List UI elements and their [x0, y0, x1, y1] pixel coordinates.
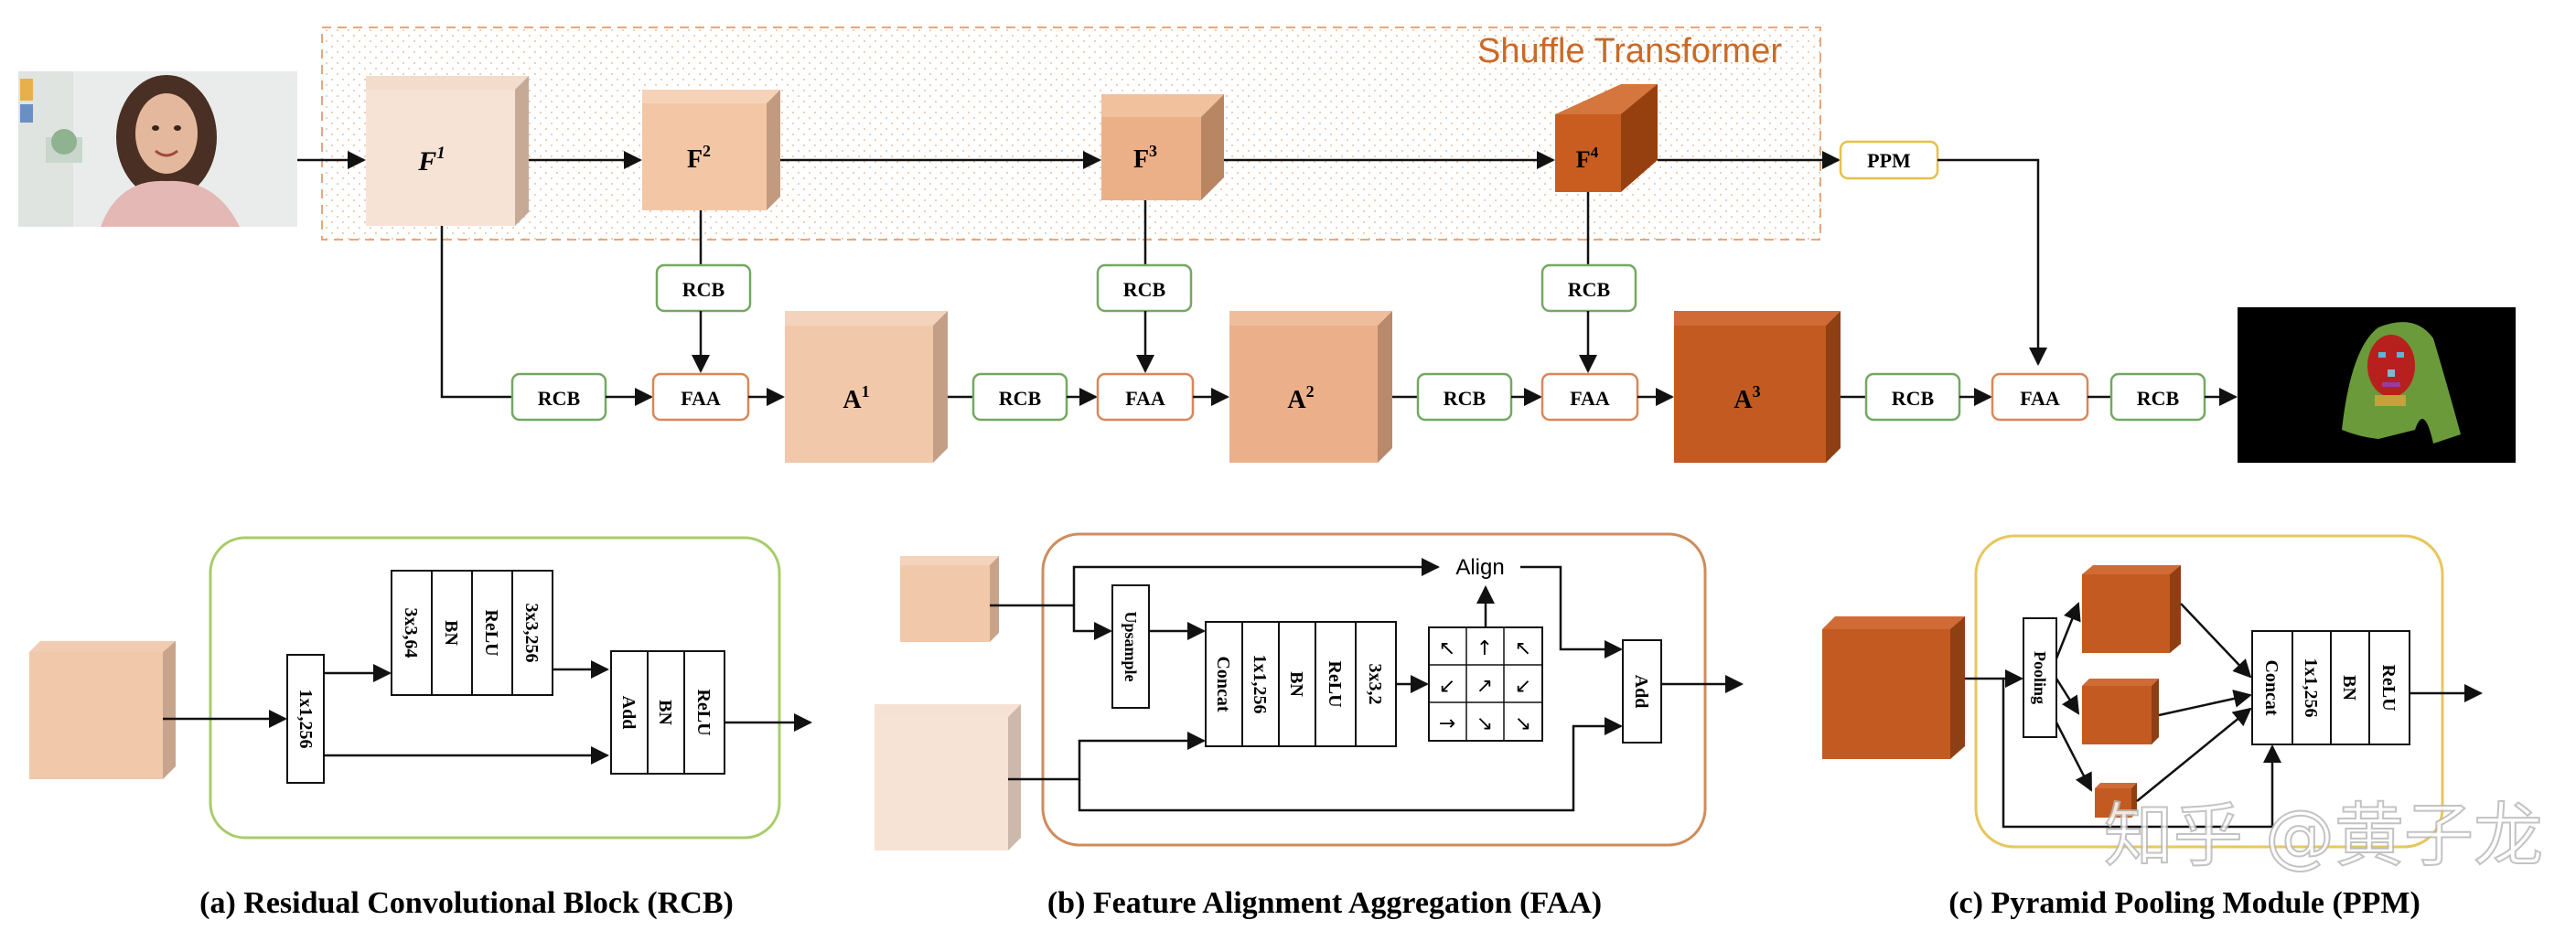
svg-text:↗: ↗ [1476, 675, 1493, 698]
feature-f2: F2 [642, 90, 780, 210]
rcb-caption: (a) Residual Convolutional Block (RCB) [199, 886, 734, 920]
align-label: Align [1455, 555, 1504, 580]
svg-text:Add: Add [1631, 675, 1651, 709]
faa-block-4: FAA [1991, 372, 2089, 422]
pool-cube-medium [2082, 679, 2159, 744]
pool-cube-small [2095, 783, 2137, 818]
svg-text:↖: ↖ [1515, 637, 1531, 660]
rcb-bottom-2: RCB [971, 372, 1068, 422]
pool-cube-large [2082, 565, 2181, 653]
feature-f1: F1 [366, 76, 529, 226]
rcb-input-cube [29, 641, 176, 779]
rcb-vertical-3: RCB [1540, 192, 1637, 373]
faa-panel: Upsample Concat 1x1,256 BN ReLU 3x3,2 ↖ … [875, 532, 1744, 851]
svg-text:3x3,256: 3x3,256 [521, 604, 542, 663]
aggregation-a1: A1 [785, 311, 948, 463]
svg-text:ReLU: ReLU [693, 689, 714, 735]
svg-text:FAA: FAA [1570, 387, 1610, 410]
svg-text:F2: F2 [687, 142, 711, 174]
rcb-bottom-3: RCB [1416, 372, 1513, 422]
watermark: 知乎 @黄子龙 [2104, 795, 2543, 876]
svg-text:↖: ↖ [1439, 637, 1455, 660]
svg-text:BN: BN [441, 620, 461, 646]
svg-text:A2: A2 [1287, 382, 1314, 414]
svg-text:Concat: Concat [2261, 659, 2281, 715]
rcb-out-stack: Add BN ReLU [610, 650, 725, 775]
faa-block-2: FAA [1096, 372, 1195, 422]
feature-f3: F3 [1101, 94, 1224, 200]
shuffle-transformer-title: Shuffle Transformer [1477, 32, 1782, 70]
svg-text:3x3,64: 3x3,64 [401, 608, 421, 658]
svg-text:RCB: RCB [1123, 278, 1166, 301]
input-photo [18, 71, 297, 227]
faa-input-cube-1 [900, 556, 999, 642]
svg-text:ReLU: ReLU [481, 609, 501, 656]
faa-input-cube-2 [875, 704, 1021, 851]
svg-text:Upsample: Upsample [1122, 611, 1140, 681]
faa-caption: (b) Feature Alignment Aggregation (FAA) [1047, 886, 1602, 920]
svg-text:RCB: RCB [682, 278, 725, 301]
svg-text:RCB: RCB [1568, 278, 1611, 301]
svg-text:A3: A3 [1733, 382, 1760, 414]
svg-text:RCB: RCB [999, 387, 1042, 410]
svg-text:↙: ↙ [1515, 675, 1531, 698]
svg-text:F1: F1 [417, 144, 445, 177]
rcb-vertical-2: RCB [1096, 200, 1193, 373]
rcb-conv-stack: 3x3,64 BN ReLU 3x3,256 [391, 570, 553, 696]
svg-text:F4: F4 [1576, 144, 1599, 173]
svg-text:RCB: RCB [1444, 387, 1487, 410]
ppm-conv-stack: Concat 1x1,256 BN ReLU [2251, 630, 2410, 745]
svg-text:FAA: FAA [1125, 387, 1165, 410]
rcb-panel: 1x1,256 3x3,64 BN ReLU 3x3,256 Add BN Re… [29, 536, 812, 840]
rcb-bottom-1: RCB [510, 372, 607, 422]
svg-text:1x1,256: 1x1,256 [2301, 658, 2321, 718]
svg-text:RCB: RCB [538, 387, 581, 410]
aggregation-a3: A3 [1674, 311, 1841, 463]
faa-block-1: FAA [651, 372, 750, 422]
rcb-bottom-4: RCB [1864, 372, 1961, 422]
flow-field-grid: ↖ ↑ ↖ ↙ ↗ ↙ → ↘ ↘ [1428, 626, 1543, 742]
feature-f4: F4 [1555, 84, 1658, 192]
svg-text:ReLU: ReLU [1325, 660, 1345, 707]
svg-text:1x1,256: 1x1,256 [295, 690, 316, 749]
ppm-panel: Pooling Conc [1822, 534, 2483, 849]
svg-text:A1: A1 [843, 382, 869, 414]
rcb-vertical-1: RCB [655, 210, 752, 373]
aggregation-a2: A2 [1229, 311, 1392, 463]
svg-text:RCB: RCB [1892, 387, 1935, 410]
faa-conv-stack: Concat 1x1,256 BN ReLU 3x3,2 [1205, 621, 1397, 747]
svg-text:Pooling: Pooling [2031, 651, 2049, 704]
svg-text:↙: ↙ [1439, 675, 1455, 698]
svg-text:BN: BN [655, 700, 675, 725]
svg-text:F3: F3 [1133, 142, 1157, 174]
svg-text:→: → [1439, 712, 1455, 735]
svg-text:↘: ↘ [1515, 712, 1531, 735]
svg-text:↑: ↑ [1476, 637, 1493, 660]
output-segmentation [2238, 307, 2516, 463]
ppm-input-cube [1822, 616, 1965, 759]
svg-text:FAA: FAA [2020, 387, 2060, 410]
svg-text:BN: BN [2339, 675, 2359, 701]
ppm-block: PPM [1839, 140, 1939, 180]
svg-text:RCB: RCB [2137, 387, 2180, 410]
svg-text:Add: Add [618, 696, 639, 730]
svg-text:ReLU: ReLU [2378, 664, 2399, 711]
svg-text:FAA: FAA [681, 387, 721, 410]
svg-text:BN: BN [1286, 671, 1306, 697]
rcb-bottom-5: RCB [2109, 372, 2206, 422]
svg-text:PPM: PPM [1867, 149, 1911, 172]
ppm-caption: (c) Pyramid Pooling Module (PPM) [1948, 886, 2420, 920]
svg-text:3x3,2: 3x3,2 [1365, 664, 1385, 705]
faa-block-3: FAA [1540, 372, 1639, 422]
svg-text:1x1,256: 1x1,256 [1250, 655, 1270, 714]
svg-text:↘: ↘ [1476, 712, 1493, 735]
svg-text:Concat: Concat [1213, 656, 1233, 712]
